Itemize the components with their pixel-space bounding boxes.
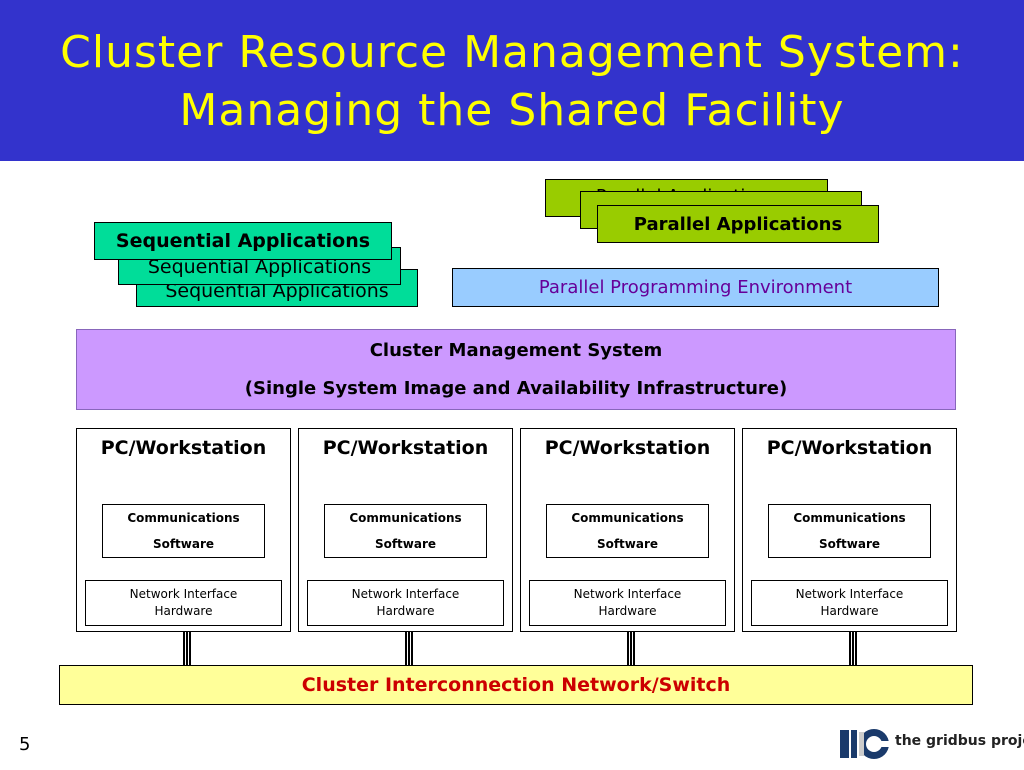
- workstation-3: PC/Workstation Communications Software N…: [520, 428, 735, 632]
- slide-title: Cluster Resource Management System: Mana…: [0, 24, 1024, 140]
- parallel-app-front: Parallel Applications: [597, 205, 879, 243]
- parallel-programming-environment: Parallel Programming Environment: [452, 268, 939, 307]
- workstation-2: PC/Workstation Communications Software N…: [298, 428, 513, 632]
- communications-software: Communications Software: [546, 504, 709, 558]
- workstation-title: PC/Workstation: [322, 437, 489, 459]
- comm-label-1: Communications: [127, 511, 240, 525]
- nic-label-2: Hardware: [376, 604, 435, 618]
- comm-label-2: Software: [596, 537, 659, 551]
- communications-software: Communications Software: [768, 504, 931, 558]
- title-line-1: Cluster Resource Management System:: [60, 27, 964, 78]
- title-banner: Cluster Resource Management System: Mana…: [0, 0, 1024, 161]
- workstation-title: PC/Workstation: [766, 437, 933, 459]
- workstation-1: PC/Workstation Communications Software N…: [76, 428, 291, 632]
- network-link-3: [627, 632, 635, 665]
- gridbus-logo-icon: [840, 729, 890, 759]
- network-interface-hardware: Network Interface Hardware: [85, 580, 282, 626]
- workstation-title: PC/Workstation: [100, 437, 267, 459]
- nic-label-2: Hardware: [598, 604, 657, 618]
- cms-line-2: (Single System Image and Availability In…: [244, 377, 788, 399]
- nic-label-2: Hardware: [820, 604, 879, 618]
- workstation-title: PC/Workstation: [544, 437, 711, 459]
- logo-text: the gridbus project: [895, 733, 1024, 749]
- gridbus-logo: the gridbus project: [838, 722, 1024, 766]
- comm-label-2: Software: [374, 537, 437, 551]
- slide-number: 5: [19, 734, 31, 755]
- network-link-4: [849, 632, 857, 665]
- network-link-1: [183, 632, 191, 665]
- nic-label-1: Network Interface: [351, 587, 460, 601]
- workstation-4: PC/Workstation Communications Software N…: [742, 428, 957, 632]
- network-interface-hardware: Network Interface Hardware: [751, 580, 948, 626]
- cms-line-1: Cluster Management System: [369, 339, 663, 361]
- cluster-interconnection-network: Cluster Interconnection Network/Switch: [59, 665, 973, 705]
- network-interface-hardware: Network Interface Hardware: [529, 580, 726, 626]
- communications-software: Communications Software: [102, 504, 265, 558]
- nic-label-1: Network Interface: [573, 587, 682, 601]
- sequential-app-front: Sequential Applications: [94, 222, 392, 260]
- nic-label-1: Network Interface: [129, 587, 238, 601]
- comm-label-2: Software: [152, 537, 215, 551]
- network-interface-hardware: Network Interface Hardware: [307, 580, 504, 626]
- comm-label-1: Communications: [571, 511, 684, 525]
- comm-label-1: Communications: [793, 511, 906, 525]
- nic-label-2: Hardware: [154, 604, 213, 618]
- comm-label-1: Communications: [349, 511, 462, 525]
- nic-label-1: Network Interface: [795, 587, 904, 601]
- communications-software: Communications Software: [324, 504, 487, 558]
- title-line-2: Managing the Shared Facility: [179, 85, 845, 136]
- comm-label-2: Software: [818, 537, 881, 551]
- network-link-2: [405, 632, 413, 665]
- cluster-management-system: Cluster Management System (Single System…: [76, 329, 956, 410]
